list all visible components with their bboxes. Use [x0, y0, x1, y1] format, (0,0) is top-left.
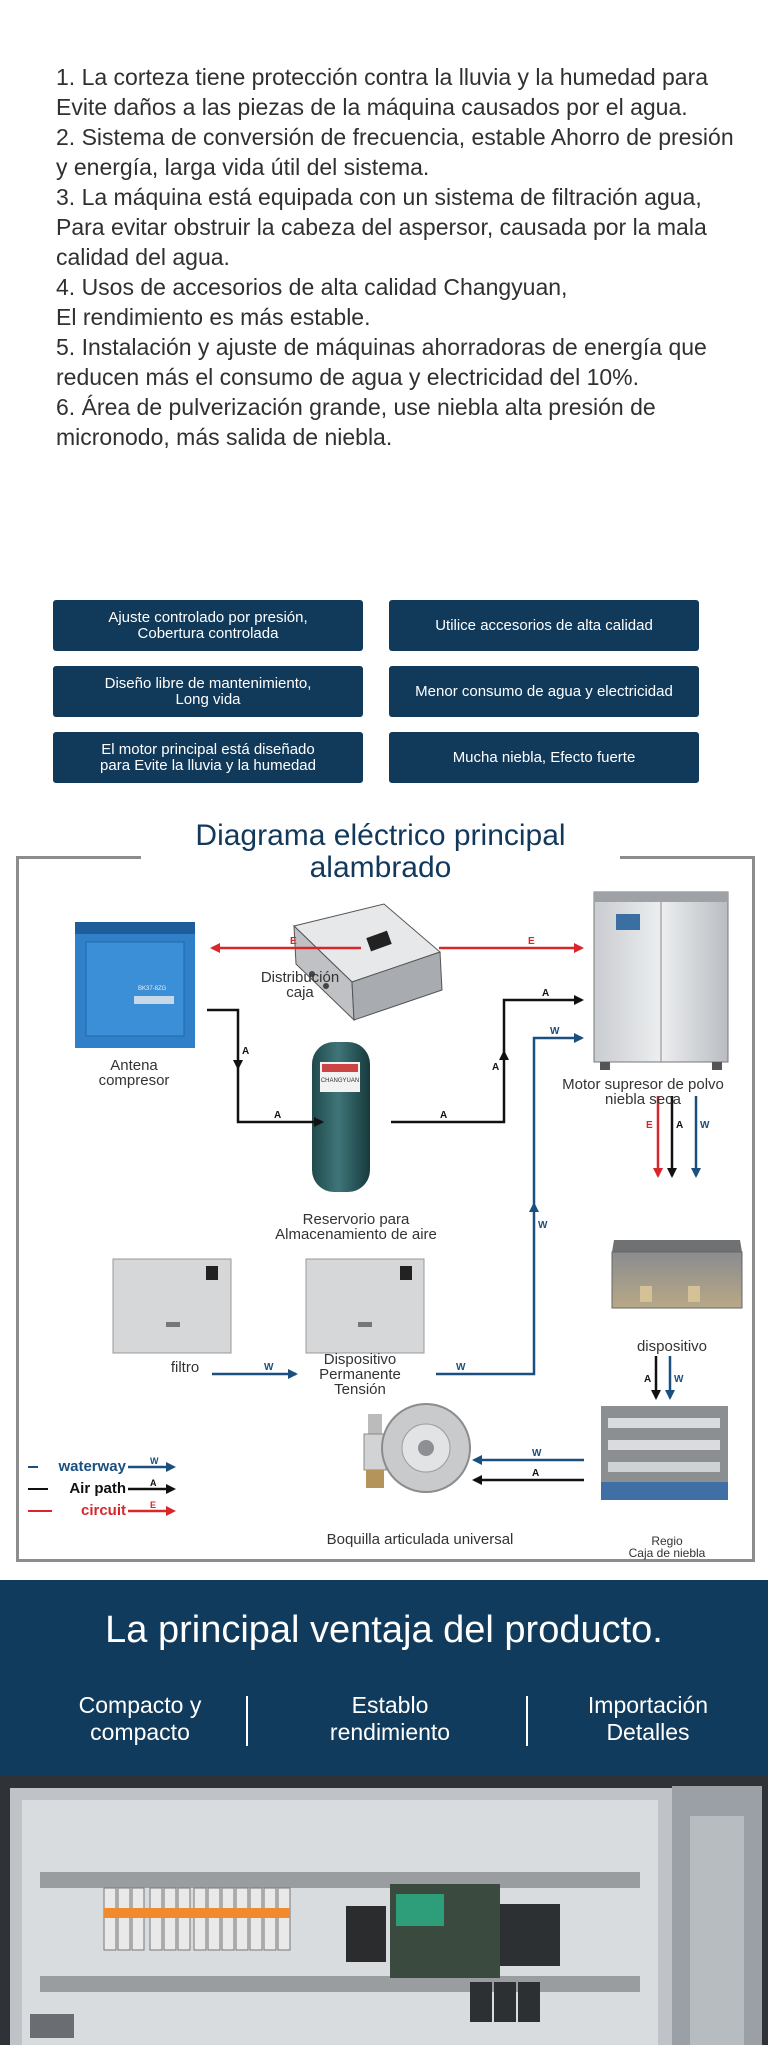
legend-air-path: Air path A — [28, 1478, 178, 1500]
feature-line: El rendimiento es más estable. — [56, 304, 371, 330]
diagram-title: Diagrama eléctrico principal alambrado — [141, 820, 620, 884]
arrow-letter-a: A — [676, 1120, 683, 1131]
arrow-letter-a: A — [532, 1468, 539, 1479]
legend-label: circuit — [80, 1502, 126, 1519]
nozzle-image — [363, 1403, 471, 1493]
feature-badge: Mucha niebla, Efecto fuerte — [389, 732, 699, 783]
advantage-item: Establo rendimiento — [329, 1692, 451, 1745]
legend-waterway: waterway W — [28, 1456, 178, 1478]
advantage-item: Importación Detalles — [587, 1692, 709, 1745]
label-distribution-box: Distribución caja — [260, 969, 340, 1001]
arrow-letter-e: E — [290, 936, 297, 947]
diagram-legend: waterway W Air path A circuit E — [28, 1456, 178, 1522]
label-filter: filtro — [170, 1359, 200, 1376]
legend-label: waterway — [58, 1458, 126, 1475]
feature-line: Evite daños a las piezas de la máquina c… — [56, 94, 688, 120]
label-pressure-device: Dispositivo Permanente Tensión — [319, 1351, 401, 1398]
advantages-section: La principal ventaja del producto. Compa… — [0, 1580, 768, 1776]
wiring-diagram: E E E A A A A A A A A W W W W W W W BK37… — [75, 891, 743, 1500]
label-device: dispositivo — [636, 1338, 708, 1355]
label-motor: Motor supresor de polvo niebla seca — [562, 1076, 724, 1108]
advantage-item: Compacto y compacto — [78, 1692, 202, 1745]
compressor-plate-text: BK37-8ZG — [138, 986, 167, 992]
feature-line: 4. Usos de accesorios de alta calidad Ch… — [56, 274, 568, 300]
filter-image — [112, 1258, 232, 1354]
label-compressor: Antena compresor — [98, 1057, 170, 1089]
advantage-divider — [526, 1696, 528, 1746]
distribution-box-image — [293, 903, 443, 1022]
feature-badge: Ajuste controlado por presión, Cobertura… — [53, 600, 363, 651]
feature-line: 2. Sistema de conversión de frecuencia, … — [56, 124, 734, 180]
compressor-image — [75, 922, 195, 1048]
label-nozzle: Boquilla articulada universal — [326, 1531, 514, 1548]
feature-line: 6. Área de pulverización grande, use nie… — [56, 394, 656, 450]
arrow-letter-a: A — [440, 1110, 447, 1121]
label-fog-box: Regio Caja de niebla — [628, 1534, 706, 1560]
arrow-letter-w: W — [700, 1120, 710, 1131]
tank-plate-text: CHANGYUAN — [321, 1078, 359, 1084]
legend-letter: A — [150, 1478, 157, 1488]
feature-badges: Ajuste controlado por presión, Cobertura… — [53, 600, 701, 783]
legend-letter: E — [150, 1500, 156, 1510]
arrow-letter-e: E — [528, 936, 535, 947]
arrow-letter-a: A — [492, 1062, 499, 1073]
arrow-letter-a: A — [644, 1374, 651, 1385]
feature-badge: El motor principal está diseñado para Ev… — [53, 732, 363, 783]
pressure-device-image — [305, 1258, 425, 1354]
label-tank: Reservorio para Almacenamiento de aire — [275, 1211, 437, 1243]
feature-list: 1. La corteza tiene protección contra la… — [56, 62, 736, 452]
legend-label: Air path — [69, 1480, 126, 1497]
fog-box-image — [601, 1406, 728, 1500]
arrow-letter-a: A — [242, 1046, 249, 1057]
advantage-divider — [246, 1696, 248, 1746]
arrow-letter-w: W — [674, 1374, 684, 1385]
control-cabinet-image — [0, 1776, 768, 2045]
feature-badge: Menor consumo de agua y electricidad — [389, 666, 699, 717]
arrow-letter-w: W — [532, 1448, 542, 1459]
arrow-letter-a: A — [274, 1110, 281, 1121]
arrow-letter-w: W — [550, 1026, 560, 1037]
motor-cabinet-image — [593, 891, 729, 1070]
arrow-letter-w: W — [538, 1220, 548, 1231]
feature-line: 5. Instalación y ajuste de máquinas ahor… — [56, 334, 707, 390]
arrow-letter-w: W — [456, 1362, 466, 1373]
legend-letter: W — [150, 1456, 159, 1466]
device-box-image — [611, 1240, 743, 1309]
advantages-title: La principal ventaja del producto. — [105, 1609, 663, 1651]
air-tank-image — [312, 1042, 370, 1192]
advantages-list: Compacto y compacto Establo rendimiento … — [0, 1692, 768, 1752]
feature-badge: Diseño libre de mantenimiento, Long vida — [53, 666, 363, 717]
legend-circuit: circuit E — [28, 1500, 178, 1522]
feature-line: 1. La corteza tiene protección contra la… — [56, 64, 709, 90]
arrow-letter-a: A — [542, 988, 549, 999]
feature-badge: Utilice accesorios de alta calidad — [389, 600, 699, 651]
arrow-letter-w: W — [264, 1362, 274, 1373]
feature-line: 3. La máquina está equipada con un siste… — [56, 184, 707, 270]
arrow-letter-e: E — [646, 1120, 653, 1131]
